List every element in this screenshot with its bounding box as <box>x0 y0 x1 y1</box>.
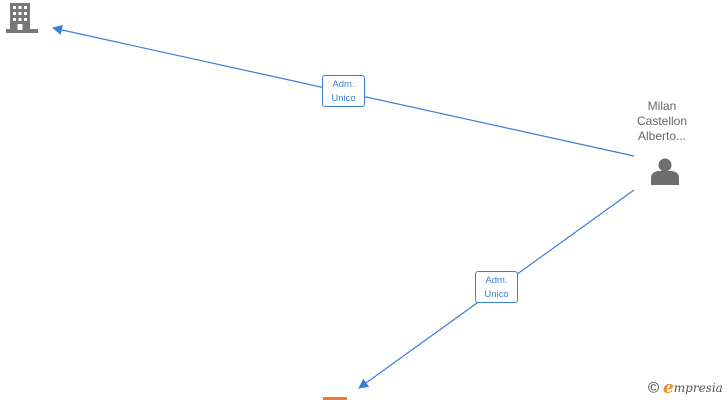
brand-name: mpresia <box>673 381 723 395</box>
person-icon[interactable] <box>651 158 679 186</box>
edge-label-adm-unico: Adm. Unico <box>475 271 518 303</box>
person-name-label[interactable]: Milan Castellon Alberto... <box>622 99 702 144</box>
edge-label-line-2: Unico <box>484 289 509 300</box>
person-name-line-3: Alberto... <box>637 129 687 143</box>
person-name-line-2: Castellon <box>636 114 688 128</box>
edge-label-adm-unico: Adm. Unico <box>322 75 365 107</box>
building-icon[interactable] <box>6 3 38 33</box>
edge-label-line-2: Unico <box>331 93 356 104</box>
edge-label-line-1: Adm. <box>332 79 355 90</box>
building-icon[interactable] <box>323 397 347 400</box>
edge-label-line-1: Adm. <box>485 275 508 286</box>
brand-initial: e <box>662 378 674 398</box>
copyright-symbol: © <box>648 379 660 397</box>
empresia-watermark: © empresia <box>648 378 723 398</box>
person-name-line-1: Milan <box>647 99 677 113</box>
